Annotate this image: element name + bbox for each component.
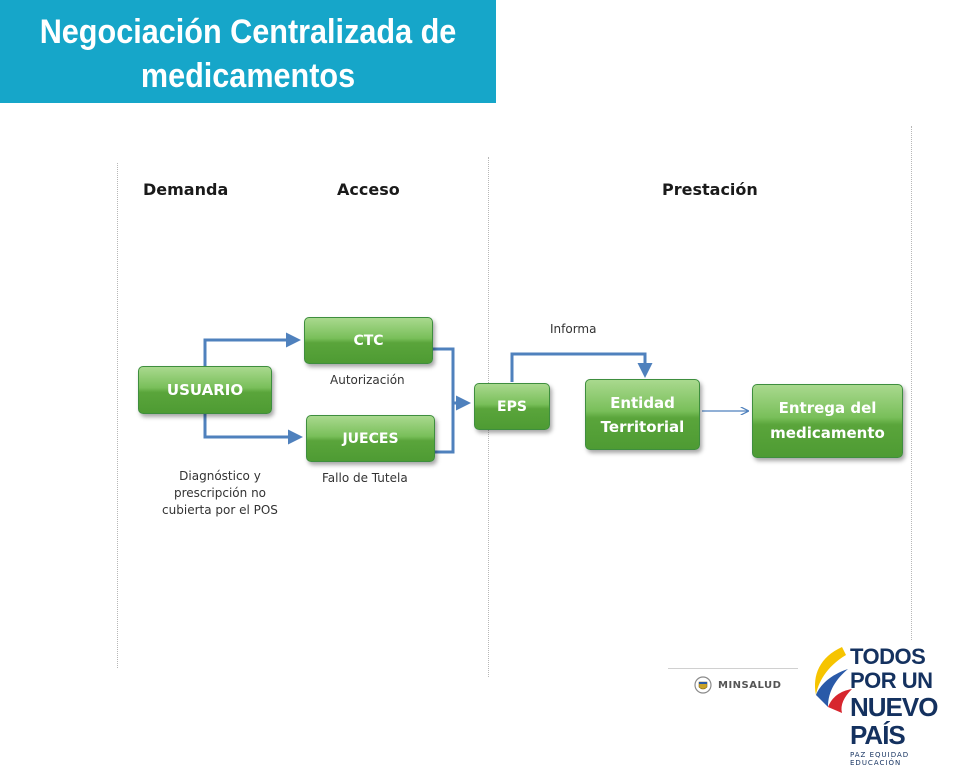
brand-line-2: NUEVO PAÍS [850,692,938,750]
arrow-ctc-to-eps [433,347,471,411]
node-entrega-line-2: medicamento [770,424,885,442]
brand-tagline: PAZ EQUIDAD EDUCACIÓN [850,751,910,767]
coat-of-arms-icon [694,676,712,694]
minsalud-label: MINSALUD [718,679,782,691]
note-fallo-tutela: Fallo de Tutela [322,471,408,485]
title-line-1: Negociación Centralizada de [39,13,457,51]
minsalud-logo: MINSALUD [694,676,781,694]
section-acceso: Acceso [337,180,400,199]
node-entidad-territorial: Entidad Territorial [585,379,700,450]
node-jueces-label: JUECES [342,430,399,447]
section-demanda: Demanda [143,180,229,199]
arrow-usuario-to-ctc [203,332,301,366]
separator-left [117,163,118,668]
node-ctc: CTC [304,317,433,364]
brand-line-1: TODOS POR UN [850,644,933,693]
node-eps: EPS [474,383,550,430]
node-ctc-label: CTC [353,332,384,349]
page-title: Negociación Centralizada de medicamentos [25,10,471,98]
node-entidad-line-1: Entidad [610,393,675,412]
node-entrega-line-1: Entrega del [778,399,877,417]
node-entrega-medicamento: Entrega del medicamento [752,384,903,458]
separator-right [911,126,912,640]
footer-rule [668,668,798,669]
connector-arrows [203,332,960,454]
title-line-2: medicamentos [140,57,356,95]
arrow-usuario-to-jueces [203,414,303,445]
note-informa: Informa [550,322,597,336]
arrow-jueces-to-eps [435,403,455,454]
node-eps-label: EPS [497,398,527,415]
node-usuario: USUARIO [138,366,272,414]
note-diagnostico: Diagnóstico y prescripción no cubierta p… [162,469,278,517]
node-usuario-label: USUARIO [166,381,244,399]
tricolor-swoosh-icon [815,647,852,713]
arrow-eps-to-entidad [510,352,653,382]
node-jueces: JUECES [306,415,435,462]
section-prestacion: Prestación [662,180,758,199]
title-bar [0,0,496,103]
node-entidad-line-2: Territorial [600,417,685,436]
note-autorizacion: Autorización [330,373,405,387]
todos-por-un-nuevo-pais-logo: TODOS POR UN NUEVO PAÍS PAZ EQUIDAD EDUC… [850,645,960,767]
